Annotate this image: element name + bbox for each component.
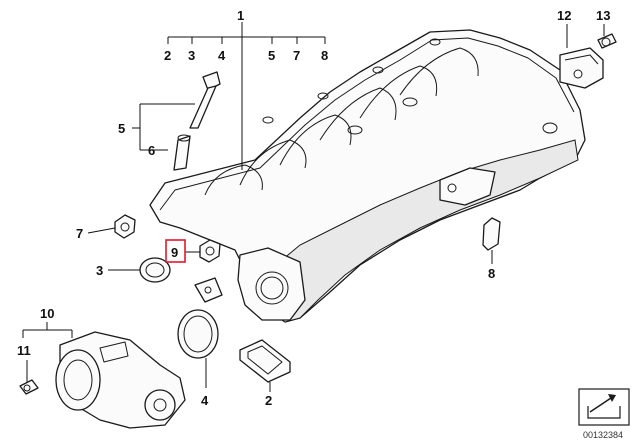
- screw-part-11[interactable]: [19, 379, 39, 395]
- callout-5[interactable]: 5: [118, 121, 125, 136]
- callout-4-top[interactable]: 4: [218, 48, 226, 63]
- callout-4[interactable]: 4: [201, 393, 209, 408]
- screw-part-13[interactable]: [597, 33, 617, 49]
- callout-3[interactable]: 3: [96, 263, 103, 278]
- nut-part-9[interactable]: [199, 239, 221, 263]
- callout-8-top[interactable]: 8: [321, 48, 328, 63]
- callout-13[interactable]: 13: [596, 8, 610, 23]
- callout-2[interactable]: 2: [265, 393, 272, 408]
- callout-3-top[interactable]: 3: [188, 48, 195, 63]
- callout-9[interactable]: 9: [171, 245, 178, 260]
- callout-5-top[interactable]: 5: [268, 48, 275, 63]
- callout-1[interactable]: 1: [237, 8, 244, 23]
- highlight-box: [165, 239, 186, 263]
- sleeve-part-6[interactable]: [173, 134, 191, 171]
- diagram-id: 00132384: [583, 430, 623, 440]
- gasket-part-2[interactable]: [239, 339, 291, 383]
- arrow-folder-icon: [578, 388, 630, 426]
- callout-6[interactable]: 6: [148, 143, 155, 158]
- callout-11[interactable]: 11: [17, 343, 31, 358]
- intake-manifold[interactable]: [149, 29, 586, 323]
- callout-7[interactable]: 7: [76, 226, 83, 241]
- callout-2-top[interactable]: 2: [164, 48, 171, 63]
- sensor-bracket-part-12[interactable]: [559, 47, 604, 89]
- clip-part-8[interactable]: [482, 217, 501, 251]
- callout-12[interactable]: 12: [557, 8, 571, 23]
- nut-part-7[interactable]: [114, 214, 136, 239]
- callout-8[interactable]: 8: [488, 266, 495, 281]
- callout-7-top[interactable]: 7: [293, 48, 300, 63]
- throttle-body-part-10[interactable]: [55, 331, 186, 429]
- gasket-part-4[interactable]: [177, 309, 219, 359]
- callout-10[interactable]: 10: [40, 306, 54, 321]
- leader-lines: [22, 22, 605, 392]
- bolt-part-5[interactable]: [189, 71, 221, 129]
